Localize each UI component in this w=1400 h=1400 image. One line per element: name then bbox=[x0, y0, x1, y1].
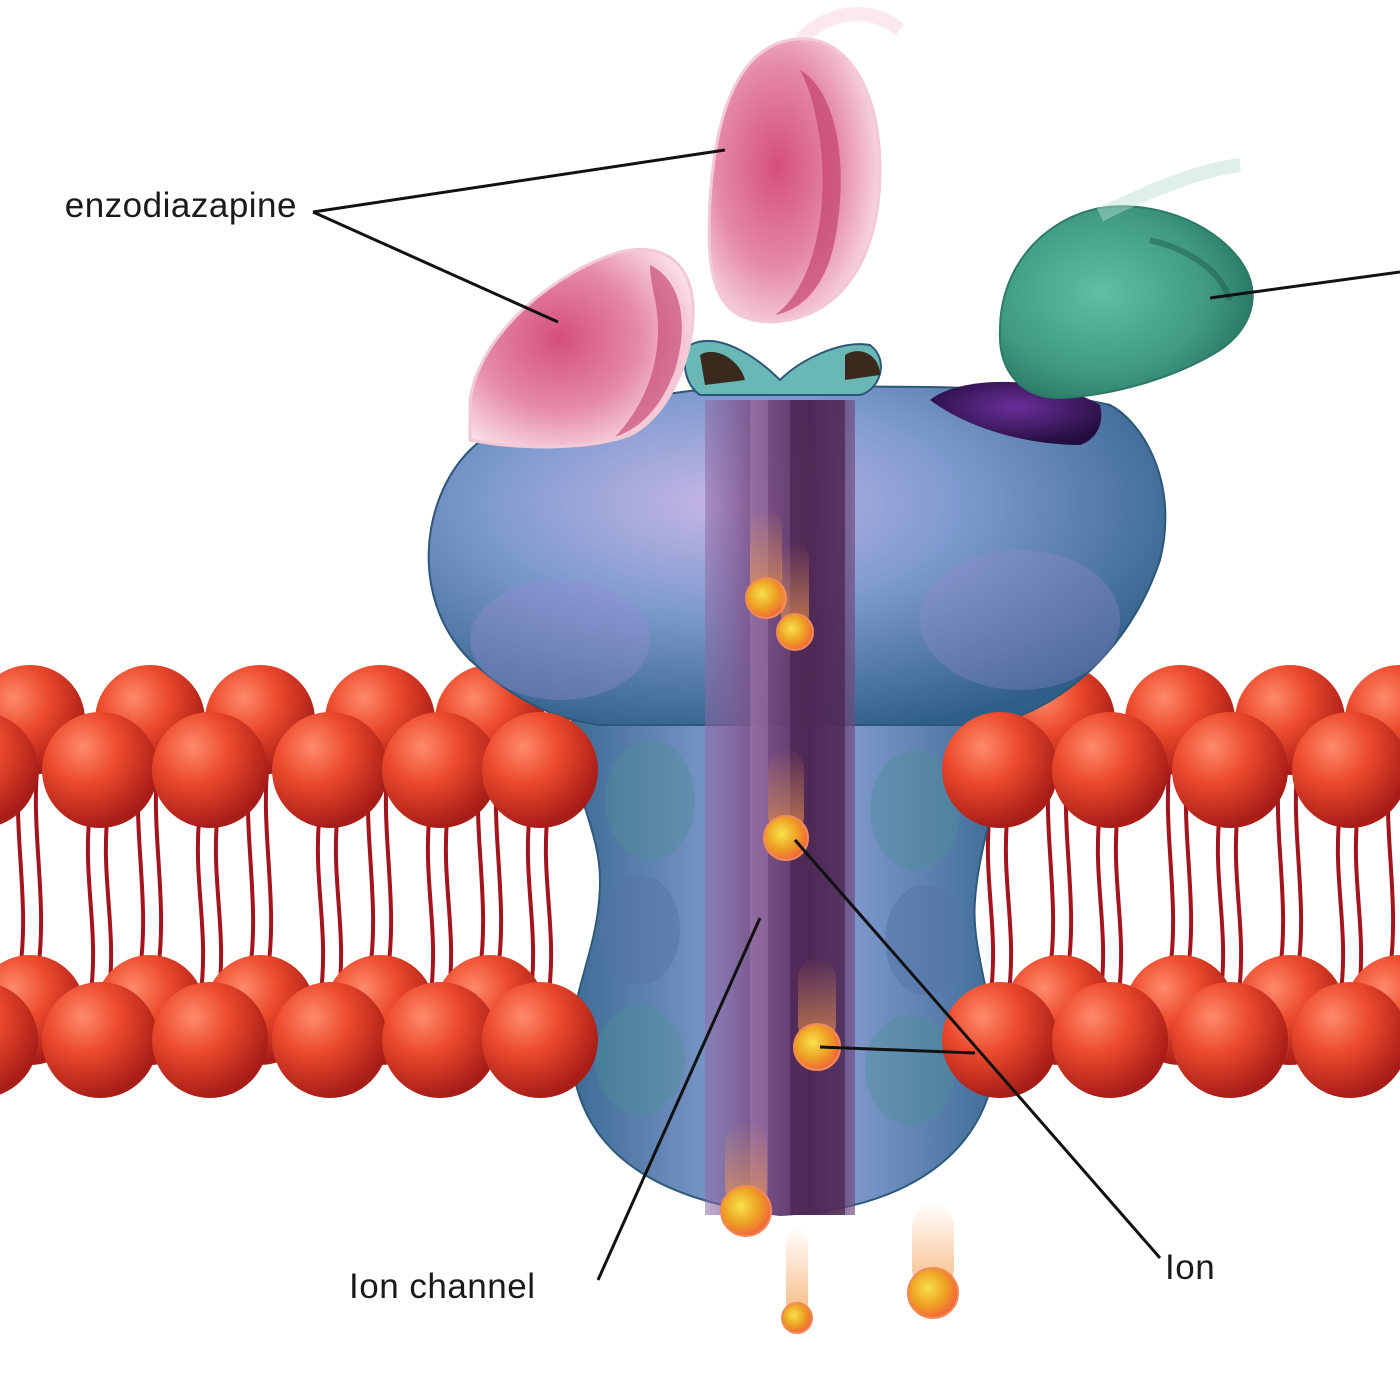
lipid-tail bbox=[1353, 809, 1364, 1001]
ion-label: Ion bbox=[1165, 1248, 1216, 1287]
lipid-tail bbox=[443, 809, 454, 1001]
leader-line-ion-channel bbox=[596, 917, 762, 1281]
ion-particle bbox=[781, 1302, 813, 1334]
lipid-tail bbox=[985, 809, 996, 1001]
lipid-tail bbox=[1003, 809, 1014, 1001]
leader-line-benzo-bound bbox=[312, 210, 559, 324]
lipid-tail bbox=[213, 809, 224, 1001]
leader-line-gaba bbox=[1209, 270, 1400, 300]
ion-particle bbox=[776, 613, 814, 651]
ion-motion-trail bbox=[786, 1228, 808, 1318]
lipid-tail bbox=[333, 809, 344, 1001]
leader-lines bbox=[312, 148, 1400, 1281]
lipid-head-front-right-top bbox=[942, 712, 1058, 828]
lipid-head-front-left-top bbox=[42, 712, 158, 828]
ion-motion-trail bbox=[781, 542, 809, 632]
leader-line-ion-upper bbox=[793, 839, 1162, 1259]
benzodiazepine-molecule-bound bbox=[468, 247, 695, 449]
lipid-head-front-left-bottom bbox=[42, 982, 158, 1098]
lipid-head-front-left-bottom bbox=[482, 982, 598, 1098]
lipid-head-front-left-bottom bbox=[272, 982, 388, 1098]
lipid-tail bbox=[33, 759, 44, 971]
lipid-head-front-left-top bbox=[152, 712, 268, 828]
lipid-head-front-right-bottom bbox=[1292, 982, 1400, 1098]
lipid-head-front-left-bottom bbox=[382, 982, 498, 1098]
lipid-head-front-left-top bbox=[482, 712, 598, 828]
lipid-head-front-left-bottom bbox=[0, 985, 38, 1095]
leader-line-ion-lower bbox=[819, 1045, 976, 1055]
gaba-molecule bbox=[998, 158, 1254, 400]
lipid-head-front-right-bottom bbox=[942, 982, 1058, 1098]
ion-particle bbox=[745, 577, 787, 619]
lipid-tail bbox=[315, 809, 326, 1001]
lipid-heads-front-row bbox=[0, 712, 1400, 1098]
lipid-tail bbox=[85, 809, 96, 1001]
ion-motion-trail bbox=[768, 748, 804, 838]
benzodiazepine-label: enzodiazapine bbox=[64, 186, 297, 225]
lipid-tail bbox=[1335, 809, 1346, 1001]
lipid-head-front-left-bottom bbox=[152, 982, 268, 1098]
lipid-head-front-right-top bbox=[1172, 712, 1288, 828]
lipid-tail bbox=[425, 809, 436, 1001]
ion-particle bbox=[907, 1267, 959, 1319]
lipid-tail bbox=[195, 809, 206, 1001]
lipid-head-front-right-bottom bbox=[1052, 982, 1168, 1098]
ion-channel-label: Ion channel bbox=[349, 1267, 536, 1306]
lipid-head-front-left-top bbox=[272, 712, 388, 828]
lipid-head-front-right-top bbox=[1292, 712, 1400, 828]
leader-line-benzo-top bbox=[312, 148, 726, 214]
lipid-head-front-right-top bbox=[1052, 712, 1168, 828]
benzodiazepine-molecule-top bbox=[707, 7, 905, 324]
lipid-tail bbox=[1113, 809, 1124, 1001]
lipid-tail bbox=[1165, 759, 1176, 971]
ion-particle bbox=[720, 1185, 772, 1237]
lipid-tail bbox=[263, 759, 274, 971]
ion-motion-trail bbox=[798, 957, 836, 1047]
lipid-tail bbox=[103, 809, 114, 1001]
lipid-head-front-right-bottom bbox=[1172, 982, 1288, 1098]
lipid-tail bbox=[1233, 809, 1244, 1001]
lipid-head-front-left-top bbox=[0, 715, 38, 825]
ions-group bbox=[720, 508, 959, 1334]
lipid-tail bbox=[543, 809, 554, 1001]
ion-motion-trail bbox=[750, 508, 782, 598]
ion-particle bbox=[763, 815, 809, 861]
lipid-head-front-left-top bbox=[382, 712, 498, 828]
